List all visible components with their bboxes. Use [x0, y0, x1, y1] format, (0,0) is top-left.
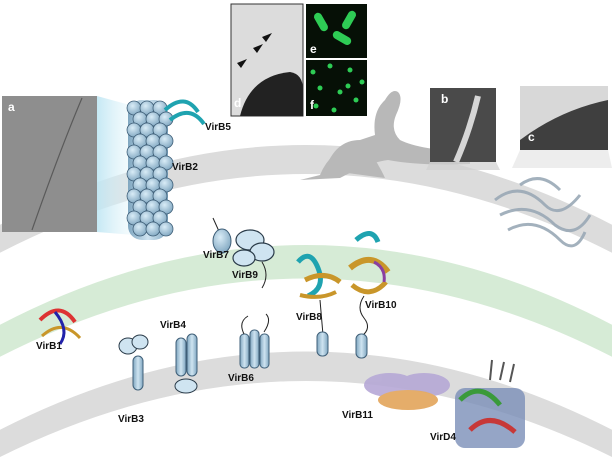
- panel-label-e: e: [310, 42, 317, 56]
- panel-label-d: d: [234, 96, 242, 110]
- panel-a-image: [2, 96, 97, 232]
- panel-label-f: f: [310, 98, 314, 112]
- label-virb8: VirB8: [296, 312, 322, 323]
- bacterium: [332, 31, 352, 45]
- pilus-base: [325, 140, 385, 178]
- panel-label-c: c: [528, 130, 535, 144]
- label-virbd4: VirD4: [430, 432, 456, 443]
- virbd4-structure: [455, 359, 525, 448]
- panel-label-b: b: [441, 92, 449, 106]
- fluorescent-dot: [317, 85, 323, 91]
- virb11-structure: [364, 373, 450, 410]
- virb2-subunit: [132, 221, 148, 237]
- virb10-structure: [348, 231, 391, 295]
- virb10-linker: [359, 295, 368, 337]
- virb3-tm-helix: [132, 355, 144, 391]
- virb2-pilus: [126, 100, 174, 240]
- virb5-structure: [163, 99, 206, 126]
- fluorescent-dot: [327, 63, 333, 69]
- panel-a-zoom: [97, 96, 135, 235]
- virb9-tail: [261, 261, 267, 289]
- bacterium: [314, 12, 328, 32]
- label-virb4: VirB4: [160, 320, 186, 331]
- periplasm-band: [0, 245, 612, 357]
- label-virb3: VirB3: [118, 414, 144, 425]
- grey-ribbon-structure: [494, 177, 592, 248]
- inner-membrane: [0, 351, 612, 458]
- fluorescent-dot: [313, 103, 319, 109]
- bacterium: [342, 10, 356, 30]
- virb10-tm-helix: [355, 333, 368, 359]
- arrowhead: [253, 44, 263, 53]
- virb2-subunit: [158, 221, 174, 237]
- panel-label-a: a: [8, 100, 15, 114]
- panel-e-image: [306, 4, 367, 58]
- virb8-tm-helix: [316, 331, 329, 357]
- virb4-protein: [174, 333, 198, 394]
- label-virb10: VirB10: [365, 300, 397, 311]
- virb2-subunit: [145, 221, 161, 237]
- virb3-protein: [118, 334, 149, 355]
- virb8-structure: [296, 253, 342, 299]
- arrowhead: [262, 33, 272, 42]
- label-virb11: VirB11: [342, 410, 373, 421]
- panel-d-cell: [240, 72, 303, 116]
- virb8-stalk: [319, 299, 324, 336]
- fluorescent-dot: [353, 97, 359, 103]
- fluorescent-dot: [347, 67, 353, 73]
- virb7-protein: [212, 228, 232, 254]
- label-virb6: VirB6: [228, 373, 254, 384]
- label-virb5: VirB5: [205, 122, 231, 133]
- label-virb7: VirB7: [203, 250, 229, 261]
- virb1-structure: [38, 308, 82, 345]
- label-virb9: VirB9: [232, 270, 258, 281]
- virb6-protein: [239, 313, 270, 369]
- panel-b-pilus: [453, 95, 481, 164]
- panel-b-zoom: [426, 162, 500, 170]
- fluorescent-dot: [310, 69, 316, 75]
- fluorescent-dot: [331, 107, 337, 113]
- panel-c-edge: [520, 100, 608, 150]
- panel-a-filament: [31, 97, 83, 231]
- label-virb2: VirB2: [172, 162, 198, 173]
- fluorescent-dot: [337, 89, 343, 95]
- panel-c-zoom: [512, 150, 612, 168]
- fluorescent-dot: [345, 83, 351, 89]
- arrowhead: [237, 59, 247, 68]
- virb9-protein: [232, 229, 275, 267]
- label-virb1: VirB1: [36, 341, 62, 352]
- fluorescent-dot: [359, 79, 365, 85]
